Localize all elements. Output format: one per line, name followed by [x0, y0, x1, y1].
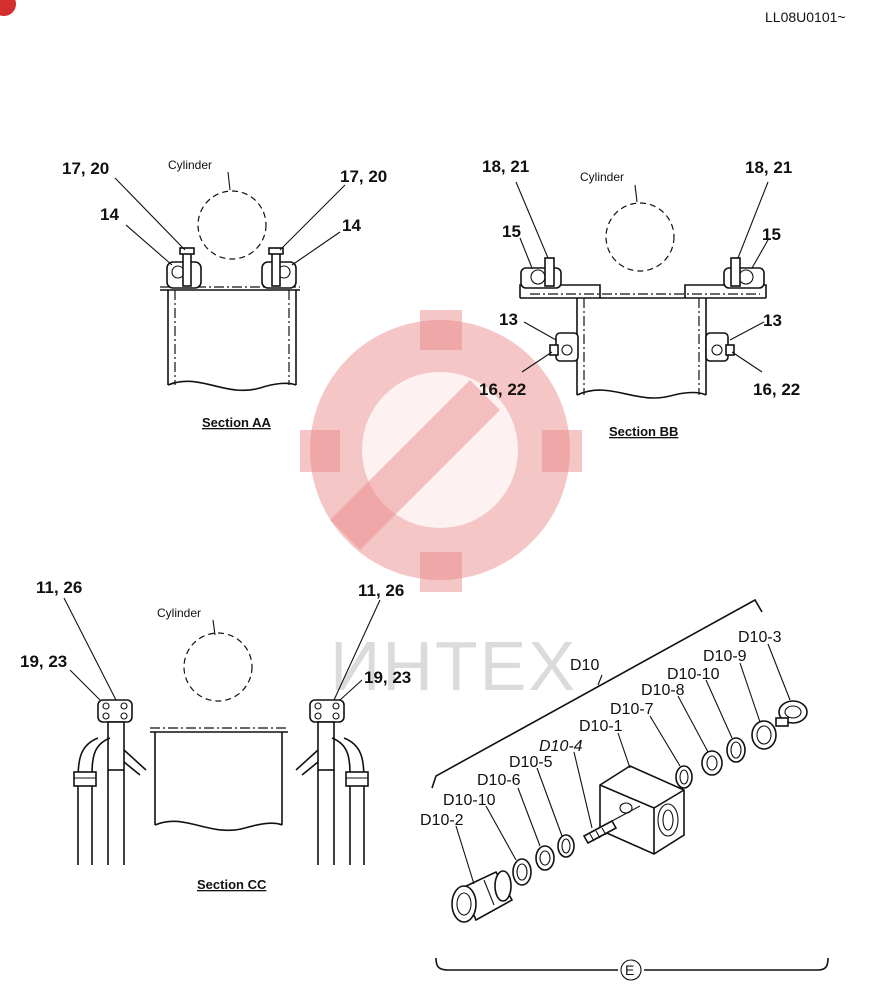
detail-e-part-label: D10-5: [509, 754, 553, 771]
watermark-gear-logo: [300, 310, 582, 592]
section-aa-cylinder-label: Cylinder: [168, 158, 212, 172]
corner-badge-icon: [0, 0, 16, 16]
section-bb-right-bottom-label: 16, 22: [753, 380, 800, 399]
section-bb-cylinder-label: Cylinder: [580, 170, 624, 184]
detail-e-part-label: D10-8: [641, 682, 685, 699]
detail-e-group-label: D10: [570, 657, 599, 674]
section-cc-left-mid-label: 19, 23: [20, 652, 67, 671]
section-aa-title: Section AA: [202, 415, 271, 430]
detail-e-part-label: D10-4: [539, 738, 583, 755]
detail-e-drawing: [431, 598, 829, 981]
section-cc-right-top-label: 11, 26: [358, 581, 404, 600]
detail-e-part-label: D10-1: [579, 718, 623, 735]
section-aa-right-top-label: 17, 20: [340, 167, 387, 186]
detail-e-marker-label: E: [625, 962, 634, 978]
section-aa-left-mid-label: 14: [100, 205, 119, 224]
detail-e-part-label: D10-7: [610, 701, 654, 718]
section-cc-right-mid-label: 19, 23: [364, 668, 411, 687]
detail-e-part-label: D10-6: [477, 772, 521, 789]
section-aa-right-mid-label: 14: [342, 216, 361, 235]
section-bb-drawing: [515, 181, 769, 399]
section-bb-left-top-label: 18, 21: [482, 157, 529, 176]
detail-e-part-label: D10-9: [703, 648, 747, 665]
detail-e-part-label: D10-2: [420, 812, 464, 829]
section-aa-drawing: [114, 171, 346, 392]
watermark-text: ИНТЕХ: [330, 627, 577, 705]
detail-e-part-label: D10-10: [443, 792, 496, 809]
section-cc-drawing: [63, 597, 381, 865]
header-code: LL08U0101~: [765, 9, 846, 25]
section-cc-title: Section CC: [197, 877, 267, 892]
section-bb-left-mid-label: 15: [502, 222, 521, 241]
section-aa-left-top-label: 17, 20: [62, 159, 109, 178]
section-bb-right-mid-label: 15: [762, 225, 781, 244]
detail-e-part-label: D10-3: [738, 629, 782, 646]
section-bb-right-low-label: 13: [763, 311, 782, 330]
section-bb-left-low-label: 13: [499, 310, 518, 329]
section-bb-left-bottom-label: 16, 22: [479, 380, 526, 399]
section-bb-right-top-label: 18, 21: [745, 158, 792, 177]
section-cc-cylinder-label: Cylinder: [157, 606, 201, 620]
detail-e-part-label: D10-10: [667, 666, 720, 683]
section-bb-title: Section BB: [609, 424, 678, 439]
section-cc-left-top-label: 11, 26: [36, 578, 82, 597]
